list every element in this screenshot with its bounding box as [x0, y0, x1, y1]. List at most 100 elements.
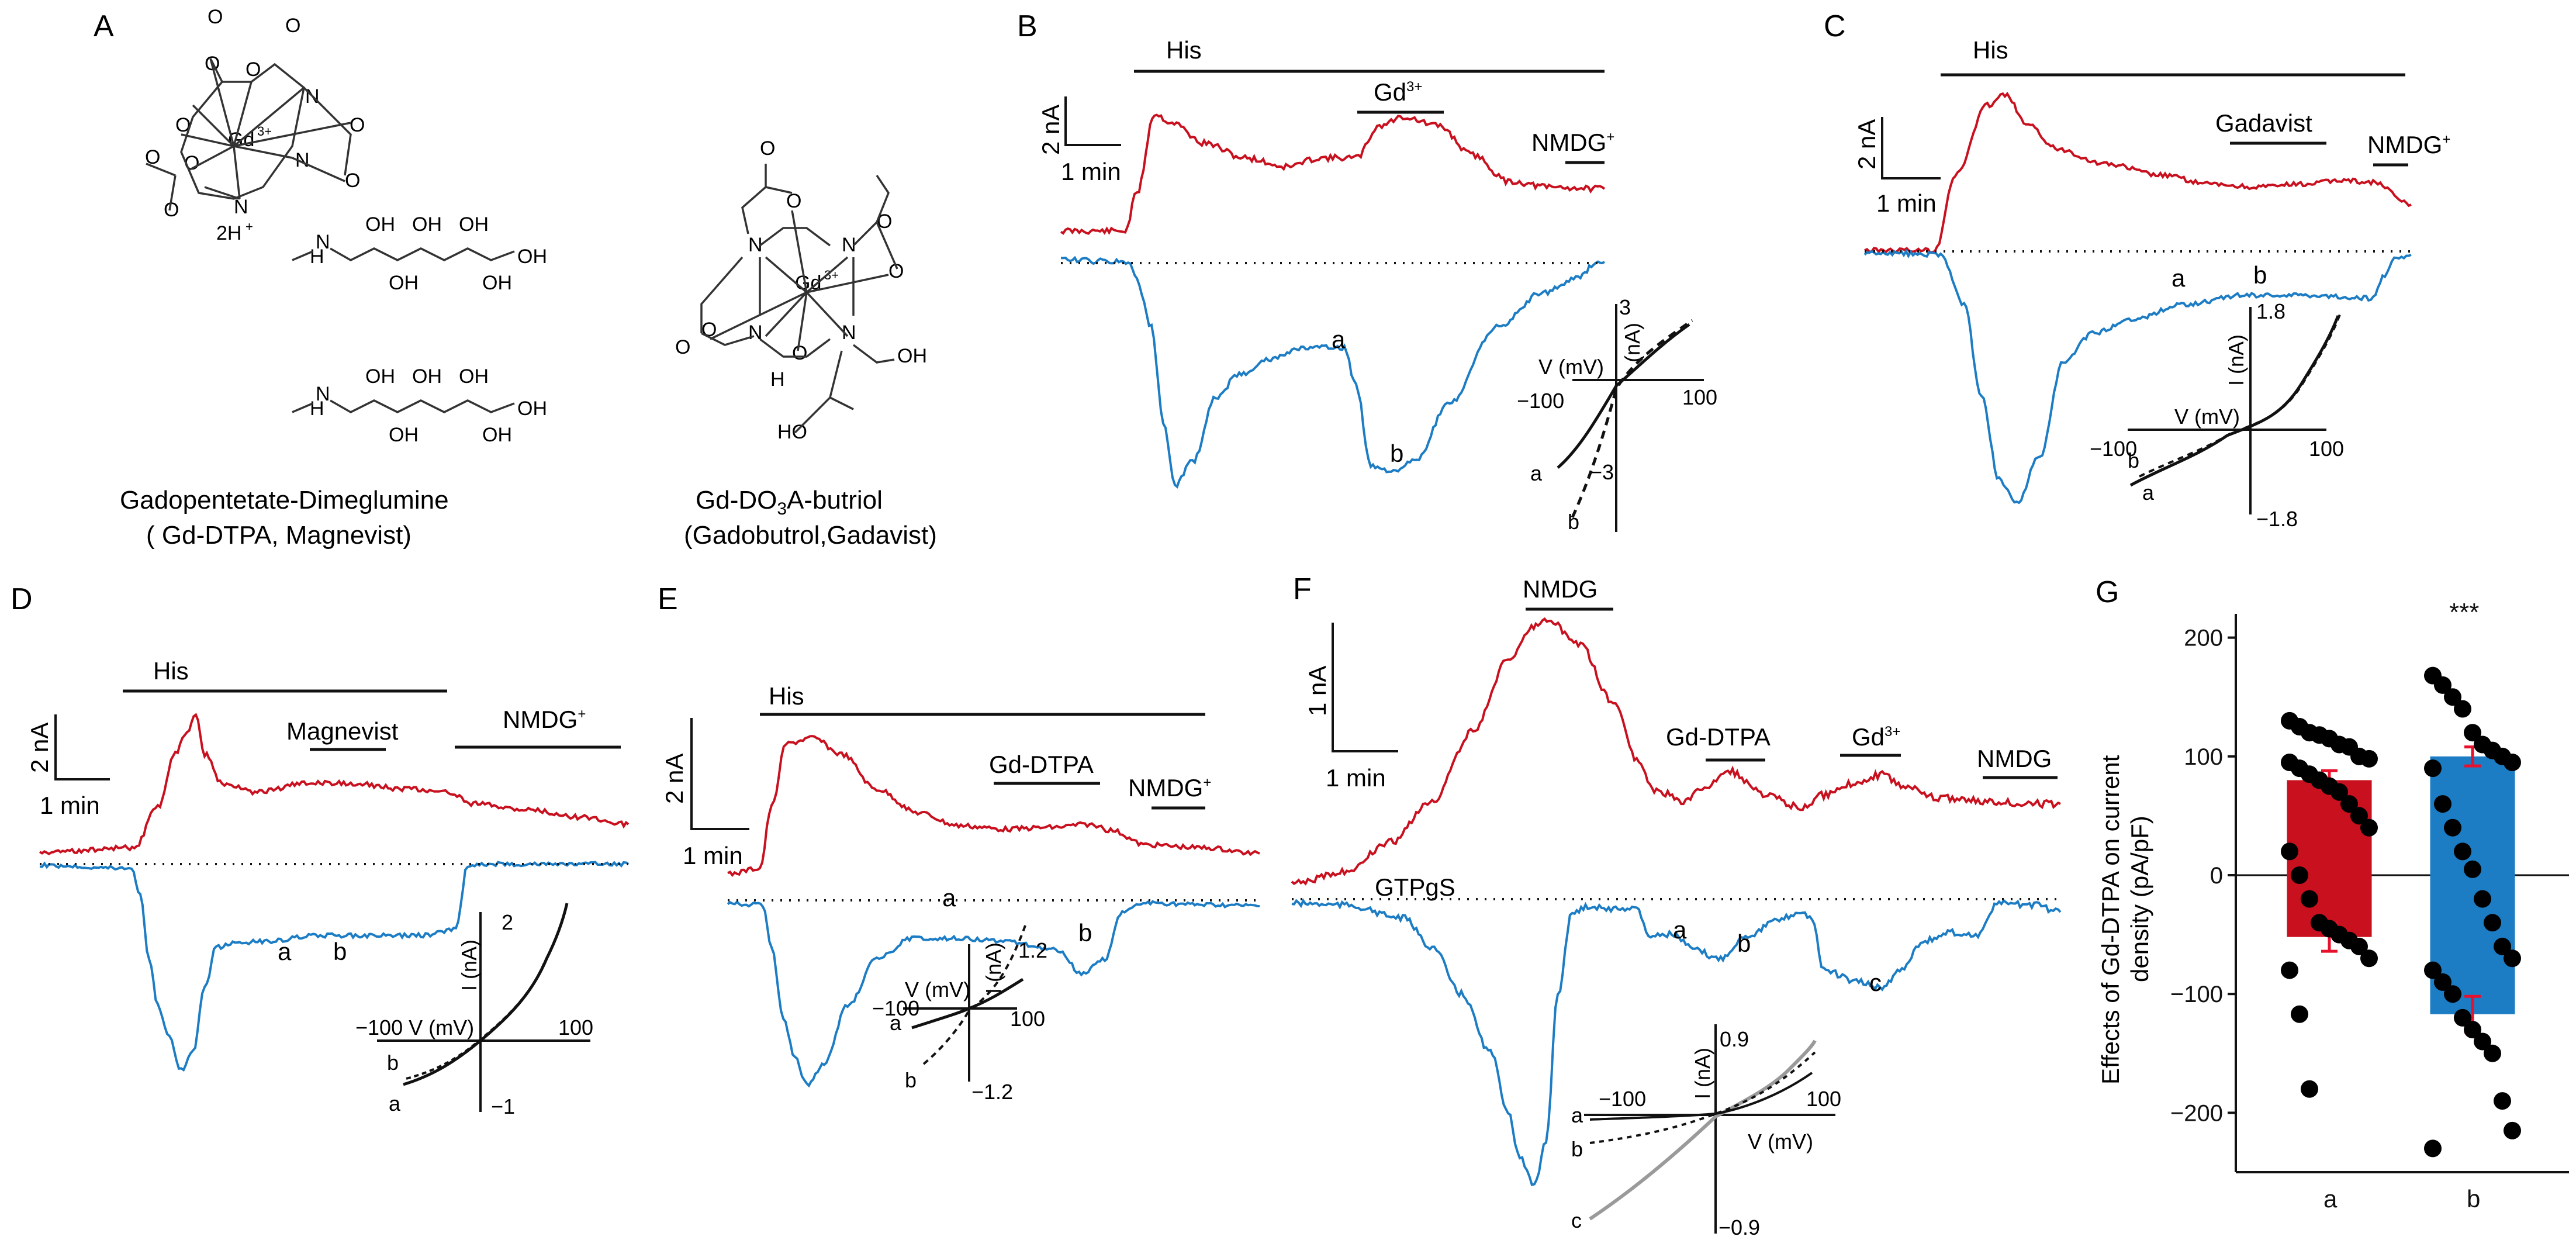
g-point-a [2350, 937, 2368, 955]
f-iv-inset: 0.9 I (nA) V (mV) −100 100 −0.9 a b c [1571, 1024, 1841, 1239]
d-iv-curve-a [403, 903, 569, 1086]
e-mark-a: a [942, 884, 956, 911]
meg1-oh3: OH [459, 213, 489, 236]
e-blue-trace [727, 900, 1260, 1088]
g-point-b [2434, 795, 2451, 813]
caption-magnevist-1: Gadopentetate-Dimeglumine [120, 486, 449, 514]
g-xtick-label-a: a [2323, 1185, 2338, 1213]
b-blue-trace [1060, 255, 1605, 489]
d-blue-trace [39, 861, 630, 1072]
e-iv-curve-b [922, 923, 1027, 1065]
g-point-b [2494, 937, 2511, 955]
c-mark-a: a [2172, 264, 2186, 292]
d-iv-right: 100 [558, 1016, 593, 1039]
f-iv-right: 100 [1806, 1087, 1841, 1111]
g-point-a [2350, 807, 2368, 825]
meg2-oh5: OH [482, 424, 512, 446]
g-point-b [2444, 688, 2461, 706]
b-scale-x: 1 min [1061, 158, 1121, 185]
f-iv-top: 0.9 [1720, 1027, 1749, 1051]
meg1-oh6: OH [517, 246, 547, 268]
f-mark-a: a [1673, 916, 1687, 944]
b-mark-a: a [1332, 326, 1346, 353]
d-mark-b: b [333, 938, 347, 965]
b-scale-y: 2 nA [1037, 105, 1064, 155]
f-iv-b: b [1571, 1137, 1583, 1161]
g-point-a [2301, 890, 2318, 908]
c-scale-y: 2 nA [1853, 119, 1880, 170]
g-point-a [2360, 949, 2378, 968]
f-drug-label: Gd-DTPA [1666, 723, 1771, 751]
b-his-label: His [1166, 36, 1202, 64]
d-iv-ylab: I (nA) [457, 940, 481, 991]
c-iv-inset: 1.8 I (nA) V (mV) −100 100 −1.8 a b [2090, 299, 2344, 531]
f-gd-label: Gd3+ [1852, 723, 1900, 751]
g-point-a [2360, 818, 2378, 837]
panel-a-letter: A [94, 9, 114, 43]
h2-label: 2H [216, 222, 241, 244]
d-scale-x: 1 min [40, 792, 100, 819]
g-point-b [2484, 1044, 2501, 1062]
c-iv-top: 1.8 [2256, 299, 2285, 323]
g-point-a [2301, 1080, 2318, 1098]
meglumine1-n2: N [316, 231, 330, 253]
b-iv-right: 100 [1682, 385, 1717, 409]
g-ytick-label: 0 [2210, 863, 2223, 889]
f-red-trace [1291, 617, 2061, 886]
g-xtick-label-b: b [2467, 1185, 2480, 1213]
f-blue-trace [1291, 898, 2062, 1187]
c-scale-bar [1881, 117, 1941, 179]
d-his-label: His [153, 657, 189, 685]
g-point-b [2464, 1021, 2481, 1039]
f-scale-x: 1 min [1326, 764, 1386, 792]
gadavist-bonds [700, 164, 898, 434]
g-point-b [2424, 961, 2442, 979]
e-scale-y: 2 nA [661, 754, 688, 804]
g-point-b [2474, 890, 2491, 908]
c-nmdg-label: NMDG+ [2367, 131, 2450, 158]
b-iv-ylab: (nA) [1620, 323, 1644, 362]
g-ylabel-1: Effects of Gd-DTPA on current [2097, 755, 2124, 1084]
e-iv-xlab: V (mV) [905, 978, 970, 1001]
meg2-oh4: OH [389, 424, 419, 446]
d-scale-y: 2 nA [26, 723, 53, 773]
c-his-label: His [1973, 36, 2008, 64]
meglumine1-chain [292, 247, 515, 261]
oh-b: OH [897, 345, 927, 367]
panel-e-letter: E [658, 582, 678, 616]
b-iv-b: b [1568, 510, 1579, 534]
e-red-trace [727, 735, 1260, 878]
g-point-b [2464, 724, 2481, 742]
g-point-b [2424, 1139, 2442, 1158]
g-ytick-label: −200 [2170, 1100, 2223, 1126]
b-red-trace [1060, 113, 1606, 235]
e-mark-b: b [1078, 919, 1092, 947]
meg1-oh4: OH [389, 272, 419, 294]
g-ytick-label: −100 [2170, 982, 2223, 1007]
c-iv-left: −100 [2090, 437, 2137, 461]
g-ytick-label: 200 [2184, 626, 2223, 651]
g-point-b [2454, 1008, 2471, 1027]
e-iv-inset: 1.2 I (nA) V (mV) −100 100 −1.2 a b [872, 923, 1047, 1104]
d-nmdg-label: NMDG+ [503, 706, 586, 733]
g-point-b [2504, 949, 2521, 968]
d-scale-bar [54, 714, 110, 780]
g-point-a [2281, 961, 2298, 979]
e-iv-ylab: I (nA) [981, 942, 1005, 994]
d-iv-bottom: −1 [491, 1094, 515, 1118]
g-point-a [2360, 749, 2378, 768]
b-iv-a: a [1530, 461, 1543, 485]
g-point-b [2424, 759, 2442, 778]
e-iv-right: 100 [1010, 1007, 1045, 1031]
b-nmdg-label: NMDG+ [1531, 129, 1614, 156]
g-point-a [2291, 1005, 2308, 1023]
o-atom-9: O [345, 170, 360, 192]
f-mark-c: c [1869, 969, 1882, 996]
f-scale-bar [1332, 623, 1398, 752]
o-b7: O [792, 342, 807, 364]
g-point-b [2454, 700, 2471, 718]
magnevist-structure: Gd 3+ N N N O O O O O O O O O O 2H + H N… [145, 6, 547, 446]
meg1-oh2: OH [412, 213, 442, 236]
o-b4: O [888, 260, 904, 282]
